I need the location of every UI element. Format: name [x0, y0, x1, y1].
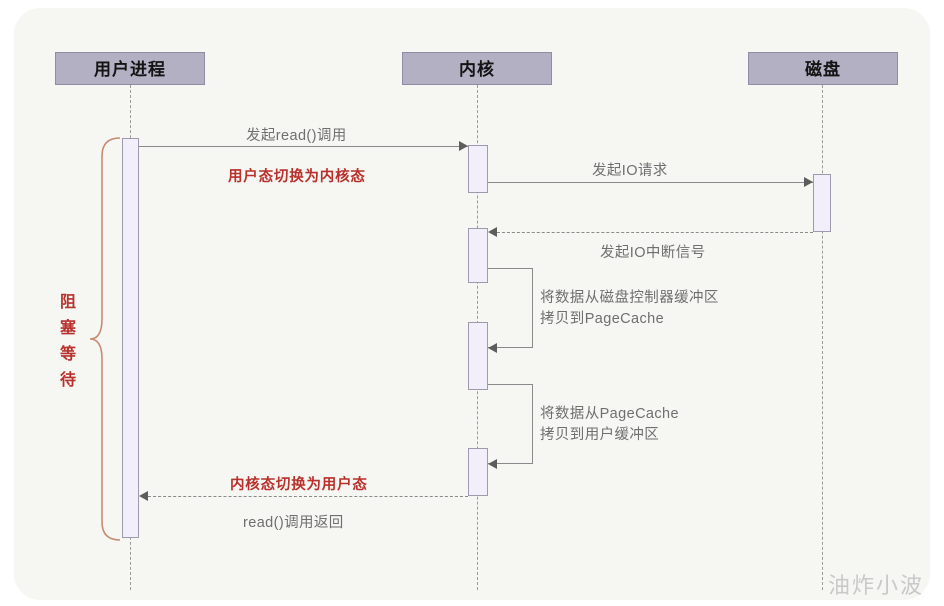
- message-line-read-return: [148, 496, 468, 497]
- diagram-canvas: [14, 8, 930, 600]
- activation-disk: [813, 174, 831, 232]
- watermark: 油炸小波: [828, 573, 925, 598]
- message-label-io-interrupt: 发起IO中断信号: [600, 245, 706, 261]
- message-line-io-request: [488, 182, 813, 183]
- self-message-label-copy-pagecache-to-user: 将数据从PageCache 拷贝到用户缓冲区: [540, 404, 679, 446]
- actor-header-user-process[interactable]: 用户进程: [55, 52, 205, 85]
- message-arrow-read-call: [459, 141, 468, 151]
- annotation-user-to-kernel-mode: 用户态切换为内核态: [228, 169, 366, 185]
- self-message-label-copy-disk-to-pagecache: 将数据从磁盘控制器缓冲区 拷贝到PageCache: [540, 288, 719, 330]
- activation-kernel-3: [468, 322, 488, 390]
- self-message-arrow-copy-pagecache-to-user: [488, 459, 497, 469]
- message-label-read-call: 发起read()调用: [246, 128, 347, 144]
- actor-header-disk[interactable]: 磁盘: [748, 52, 898, 85]
- blocking-wait-char-4: 待: [59, 372, 76, 389]
- message-arrow-io-interrupt: [488, 227, 497, 237]
- actor-header-kernel[interactable]: 内核: [402, 52, 552, 85]
- message-line-io-interrupt: [497, 232, 813, 233]
- self-message-line-1: 将数据从磁盘控制器缓冲区: [540, 290, 719, 306]
- blocking-wait-char-2: 塞: [59, 320, 76, 337]
- blocking-wait-brace: [89, 137, 121, 541]
- self-message-box-copy-pagecache-to-user: [488, 384, 533, 464]
- activation-kernel-1: [468, 145, 488, 193]
- message-arrow-io-request: [804, 177, 813, 187]
- activation-user-process: [122, 138, 139, 538]
- self-message-arrow-copy-disk-to-pagecache: [488, 343, 497, 353]
- lifeline-disk: [822, 85, 823, 590]
- message-arrow-read-return: [139, 491, 148, 501]
- self-message-line-1: 将数据从PageCache: [540, 406, 679, 422]
- blocking-wait-label: 阻 塞 等 待: [58, 290, 78, 394]
- self-message-line-2: 拷贝到PageCache: [540, 311, 665, 327]
- self-message-line-2: 拷贝到用户缓冲区: [540, 427, 660, 443]
- blocking-wait-char-3: 等: [59, 346, 76, 363]
- activation-kernel-2: [468, 228, 488, 283]
- activation-kernel-4: [468, 448, 488, 496]
- message-label-io-request: 发起IO请求: [592, 163, 668, 179]
- message-line-read-call: [139, 146, 468, 147]
- message-label-read-return: read()调用返回: [243, 515, 344, 531]
- self-message-box-copy-disk-to-pagecache: [488, 268, 533, 348]
- blocking-wait-char-1: 阻: [59, 294, 76, 311]
- annotation-kernel-to-user-mode: 内核态切换为用户态: [230, 477, 368, 493]
